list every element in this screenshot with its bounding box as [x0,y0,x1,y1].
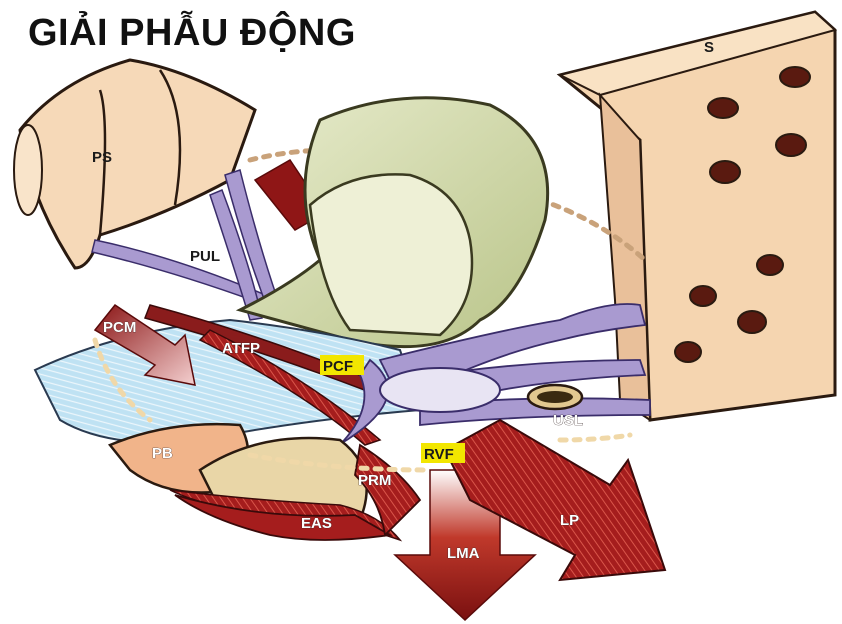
bladder [240,98,548,347]
pubic-symphysis [14,60,255,268]
label-ps: PS [92,149,112,166]
sacral-foramen [690,286,716,306]
label-pb: PB [152,445,173,462]
label-lma: LMA [447,545,480,562]
usl-ring [528,385,582,409]
sacral-foramen [675,342,701,362]
label-atfp: ATFP [222,340,260,357]
sacral-foramen [776,134,806,156]
sacral-foramen [738,311,766,333]
label-pcf: PCF [323,358,353,375]
sacrum [560,12,835,420]
label-eas: EAS [301,515,332,532]
label-prm: PRM [358,472,391,489]
label-pcm: PCM [103,319,136,336]
label-s: S [704,39,714,56]
label-lp: LP [560,512,579,529]
label-pul: PUL [190,248,220,265]
sacral-foramen [710,161,740,183]
sacral-foramen [708,98,738,118]
sacral-foramen [780,67,810,87]
sacral-foramen [757,255,783,275]
label-rvf: RVF [424,446,454,463]
label-usl: USL [553,412,583,429]
